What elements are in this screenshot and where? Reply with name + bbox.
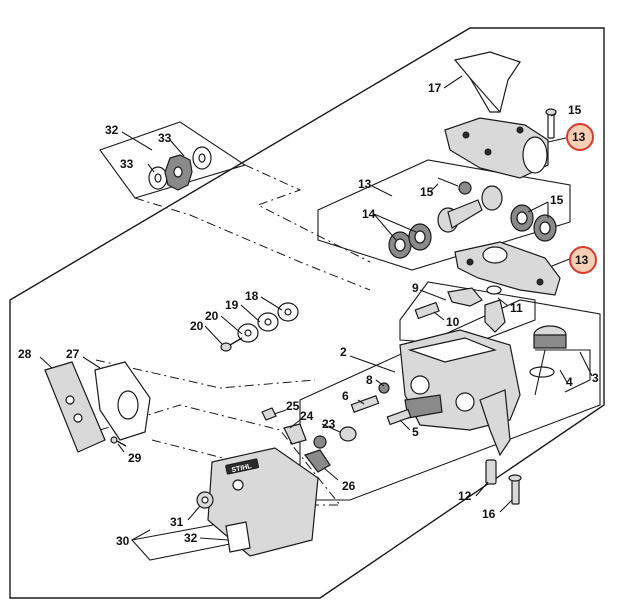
part-17-screw	[545, 108, 557, 139]
callout-22: 23	[322, 417, 336, 431]
part-5-stud	[386, 408, 412, 426]
part-2-housing	[399, 329, 521, 457]
callout-20-a: 18	[245, 289, 259, 303]
callout-5: 5	[412, 425, 419, 439]
callout-17: 15	[568, 103, 582, 117]
part-8-nut	[378, 382, 390, 394]
part-13-upper-housing	[444, 117, 549, 179]
outer-frame	[9, 27, 605, 599]
part-12-sleeve	[485, 459, 497, 485]
leader-lines	[39, 75, 593, 541]
callout-16: 15	[420, 185, 434, 199]
callout-12: 12	[458, 489, 472, 503]
group-9-frame	[399, 281, 536, 346]
callout-27: 28	[18, 347, 32, 361]
part-13-lower-housing	[454, 241, 561, 296]
callout-6: 6	[342, 389, 349, 403]
part-31-label	[225, 521, 251, 553]
part-19-cover	[453, 51, 521, 113]
callout-32: 32	[105, 123, 119, 137]
callout-33-left: 33	[120, 157, 134, 171]
callout-31: 32	[184, 531, 198, 545]
part-30-nut	[196, 491, 214, 509]
dash-line-c	[95, 359, 316, 389]
callout-labels: 17 15 13 15 14 15 9 10 11 2 8 6 5 4 3 12…	[18, 81, 599, 548]
callout-4: 4	[566, 375, 573, 389]
part-10-worm	[414, 301, 440, 320]
part-28-screw	[110, 436, 127, 447]
highlight-label-13-upper: 13	[572, 130, 586, 144]
highlighted-callout-13-lower: 13	[569, 246, 597, 274]
callout-25: 26	[342, 479, 356, 493]
callout-11: 11	[510, 301, 523, 315]
part-23-lever	[283, 423, 307, 445]
dash-line-a	[244, 164, 371, 263]
callout-24: 25	[286, 399, 300, 413]
callout-30: 31	[170, 515, 184, 529]
part-27-plate	[44, 361, 106, 453]
part-22-knob	[313, 426, 357, 449]
callout-26: 27	[66, 347, 80, 361]
brand-plate	[225, 458, 260, 475]
part-32-sprocket-group	[148, 146, 212, 191]
callout-20-b: 19	[225, 298, 239, 312]
callout-2: 2	[340, 345, 347, 359]
brand-label: STIHL	[231, 463, 253, 474]
callout-20-c: 20	[205, 309, 219, 323]
part-4-oil-cap	[529, 325, 567, 396]
callout-3: 3	[592, 371, 599, 385]
callout-19: 17	[428, 81, 442, 95]
part-15-bearings-left	[388, 223, 432, 259]
dash-line-b	[134, 197, 371, 291]
callout-29: 30	[116, 534, 130, 548]
part-14-gears	[437, 185, 503, 233]
callout-9: 9	[412, 281, 419, 295]
callout-23: 24	[300, 409, 314, 423]
highlight-label-13-lower: 13	[575, 253, 589, 267]
part-26-plate	[94, 361, 151, 441]
group-14-frame	[317, 159, 571, 271]
part-21-screw	[220, 337, 243, 352]
part-20-washers	[237, 302, 299, 343]
callout-10: 10	[446, 315, 460, 329]
part-6-stud	[350, 395, 380, 413]
callout-33-top: 33	[158, 131, 172, 145]
part-9-oil-pump	[414, 285, 506, 333]
part-25-tensioner	[304, 449, 331, 473]
part-16-pin	[437, 177, 472, 195]
highlighted-callout-13-upper: 13	[566, 123, 594, 151]
group-3-bracket	[535, 349, 591, 393]
callout-15-right: 15	[550, 193, 564, 207]
callout-21: 20	[190, 319, 204, 333]
callout-28: 29	[128, 451, 142, 465]
part-15-bearings-right	[510, 204, 557, 242]
part-11-oring	[486, 285, 502, 295]
callout-14: 13	[358, 177, 372, 191]
part-24-clip	[261, 407, 277, 421]
part-18-screw	[508, 474, 522, 505]
callout-8: 8	[366, 373, 373, 387]
callout-18: 16	[482, 507, 496, 521]
callout-15-left: 14	[362, 207, 376, 221]
